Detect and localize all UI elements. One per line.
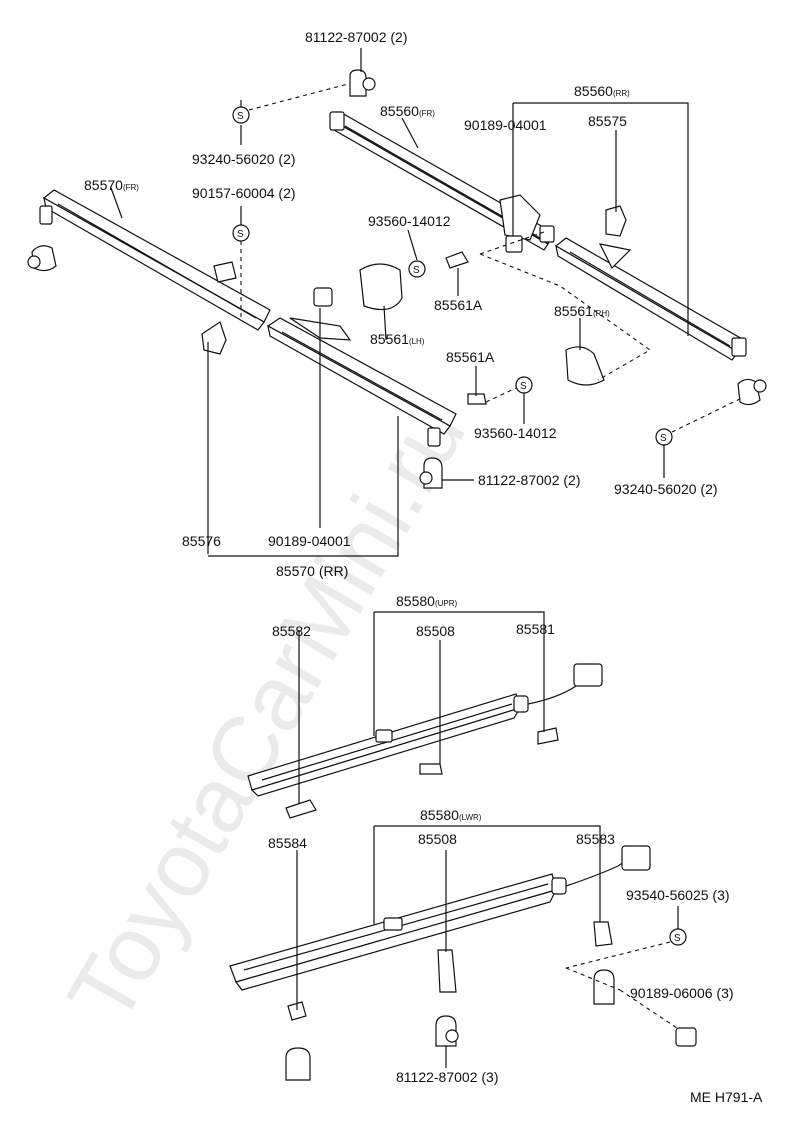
label-90189-mid: 90189-04001 <box>268 533 351 549</box>
part-85561a-bot <box>467 393 487 405</box>
label-85582: 85582 <box>272 623 311 639</box>
label-85508-lwr: 85508 <box>418 831 457 847</box>
label-81122-top: 81122-87002 (2) <box>305 29 407 45</box>
label-85561a-top: 85561A <box>434 297 483 313</box>
label-90157: 90157-60004 (2) <box>192 185 296 201</box>
label-93240-left: 93240-56020 (2) <box>192 151 296 167</box>
part-85561a-top <box>445 251 469 269</box>
part-85582 <box>285 799 317 819</box>
label-93560-top: 93560-14012 <box>368 213 451 229</box>
svg-text:S: S <box>237 229 244 240</box>
label-85508-upr: 85508 <box>416 623 455 639</box>
washer-93240-right: S <box>655 428 673 446</box>
label-85580-upr: 85580(UPR) <box>396 593 457 609</box>
washer-93560-bot: S <box>515 376 533 394</box>
part-85508-upr <box>419 763 443 775</box>
part-85576-bracket <box>201 321 227 355</box>
washer-93560-top: S <box>408 260 426 278</box>
label-81122-bot: 81122-87002 (3) <box>396 1069 498 1085</box>
label-85561a-bot: 85561A <box>446 349 495 365</box>
part-90189-top-nut <box>505 235 523 253</box>
part-81122-bot-c <box>593 969 615 1005</box>
part-85561-lh <box>359 263 403 311</box>
label-81122-mid: 81122-87002 (2) <box>478 472 580 488</box>
label-85581: 85581 <box>516 621 555 637</box>
label-85570-fr: 85570(FR) <box>84 177 139 193</box>
part-81122-top <box>349 69 376 97</box>
label-85575: 85575 <box>588 113 627 129</box>
label-85560-rr: 85560(RR) <box>574 83 630 99</box>
label-93240-right: 93240-56020 (2) <box>614 481 718 497</box>
rail-85570-rr <box>266 317 457 447</box>
part-81122-right <box>737 378 767 406</box>
part-85561-rh <box>565 346 605 386</box>
part-85508-lwr <box>437 949 457 993</box>
part-85581 <box>537 727 559 745</box>
rail-85580-lwr <box>229 845 651 991</box>
label-85583: 85583 <box>576 831 615 847</box>
part-90189-mid-nut <box>313 287 333 307</box>
rail-85560-fr <box>329 111 555 251</box>
label-90189-top: 90189-04001 <box>464 117 547 133</box>
rail-85560-rr <box>554 237 747 361</box>
svg-text:S: S <box>413 265 420 276</box>
label-85560-fr: 85560(FR) <box>380 103 435 119</box>
part-81122-bot-a <box>435 1015 459 1047</box>
watermark: ToyotaCarMini.ru <box>49 387 485 1040</box>
label-85576: 85576 <box>182 533 221 549</box>
part-85583 <box>593 921 613 947</box>
svg-text:S: S <box>660 433 667 444</box>
label-93540: 93540-56025 (3) <box>626 887 730 903</box>
svg-text:S: S <box>520 381 527 392</box>
washer-93540: S <box>669 928 687 946</box>
label-93560-bot: 93560-14012 <box>474 425 557 441</box>
rail-85580-upr <box>247 663 603 797</box>
part-81122-mid <box>419 457 443 489</box>
svg-text:S: S <box>674 933 681 944</box>
label-85584: 85584 <box>268 835 307 851</box>
label-85570-rr: 85570 (RR) <box>276 563 348 579</box>
label-85561-lh: 85561(LH) <box>370 331 425 347</box>
rail-85570-fr <box>39 189 271 331</box>
part-85575-bracket <box>605 205 627 237</box>
part-81122-left <box>27 245 57 272</box>
label-90189-bot: 90189-06006 (3) <box>630 985 734 1001</box>
part-81122-bot-b <box>285 1047 311 1081</box>
label-85580-lwr: 85580(LWR) <box>420 807 482 823</box>
diagram-code: ME H791-A <box>690 1089 763 1105</box>
washer-90157: S <box>232 224 250 242</box>
svg-text:S: S <box>237 111 244 122</box>
washer-93240-left: S <box>232 106 250 124</box>
part-90189-bot-nut <box>675 1027 697 1047</box>
label-85561-rh: 85561(RH) <box>554 303 610 319</box>
